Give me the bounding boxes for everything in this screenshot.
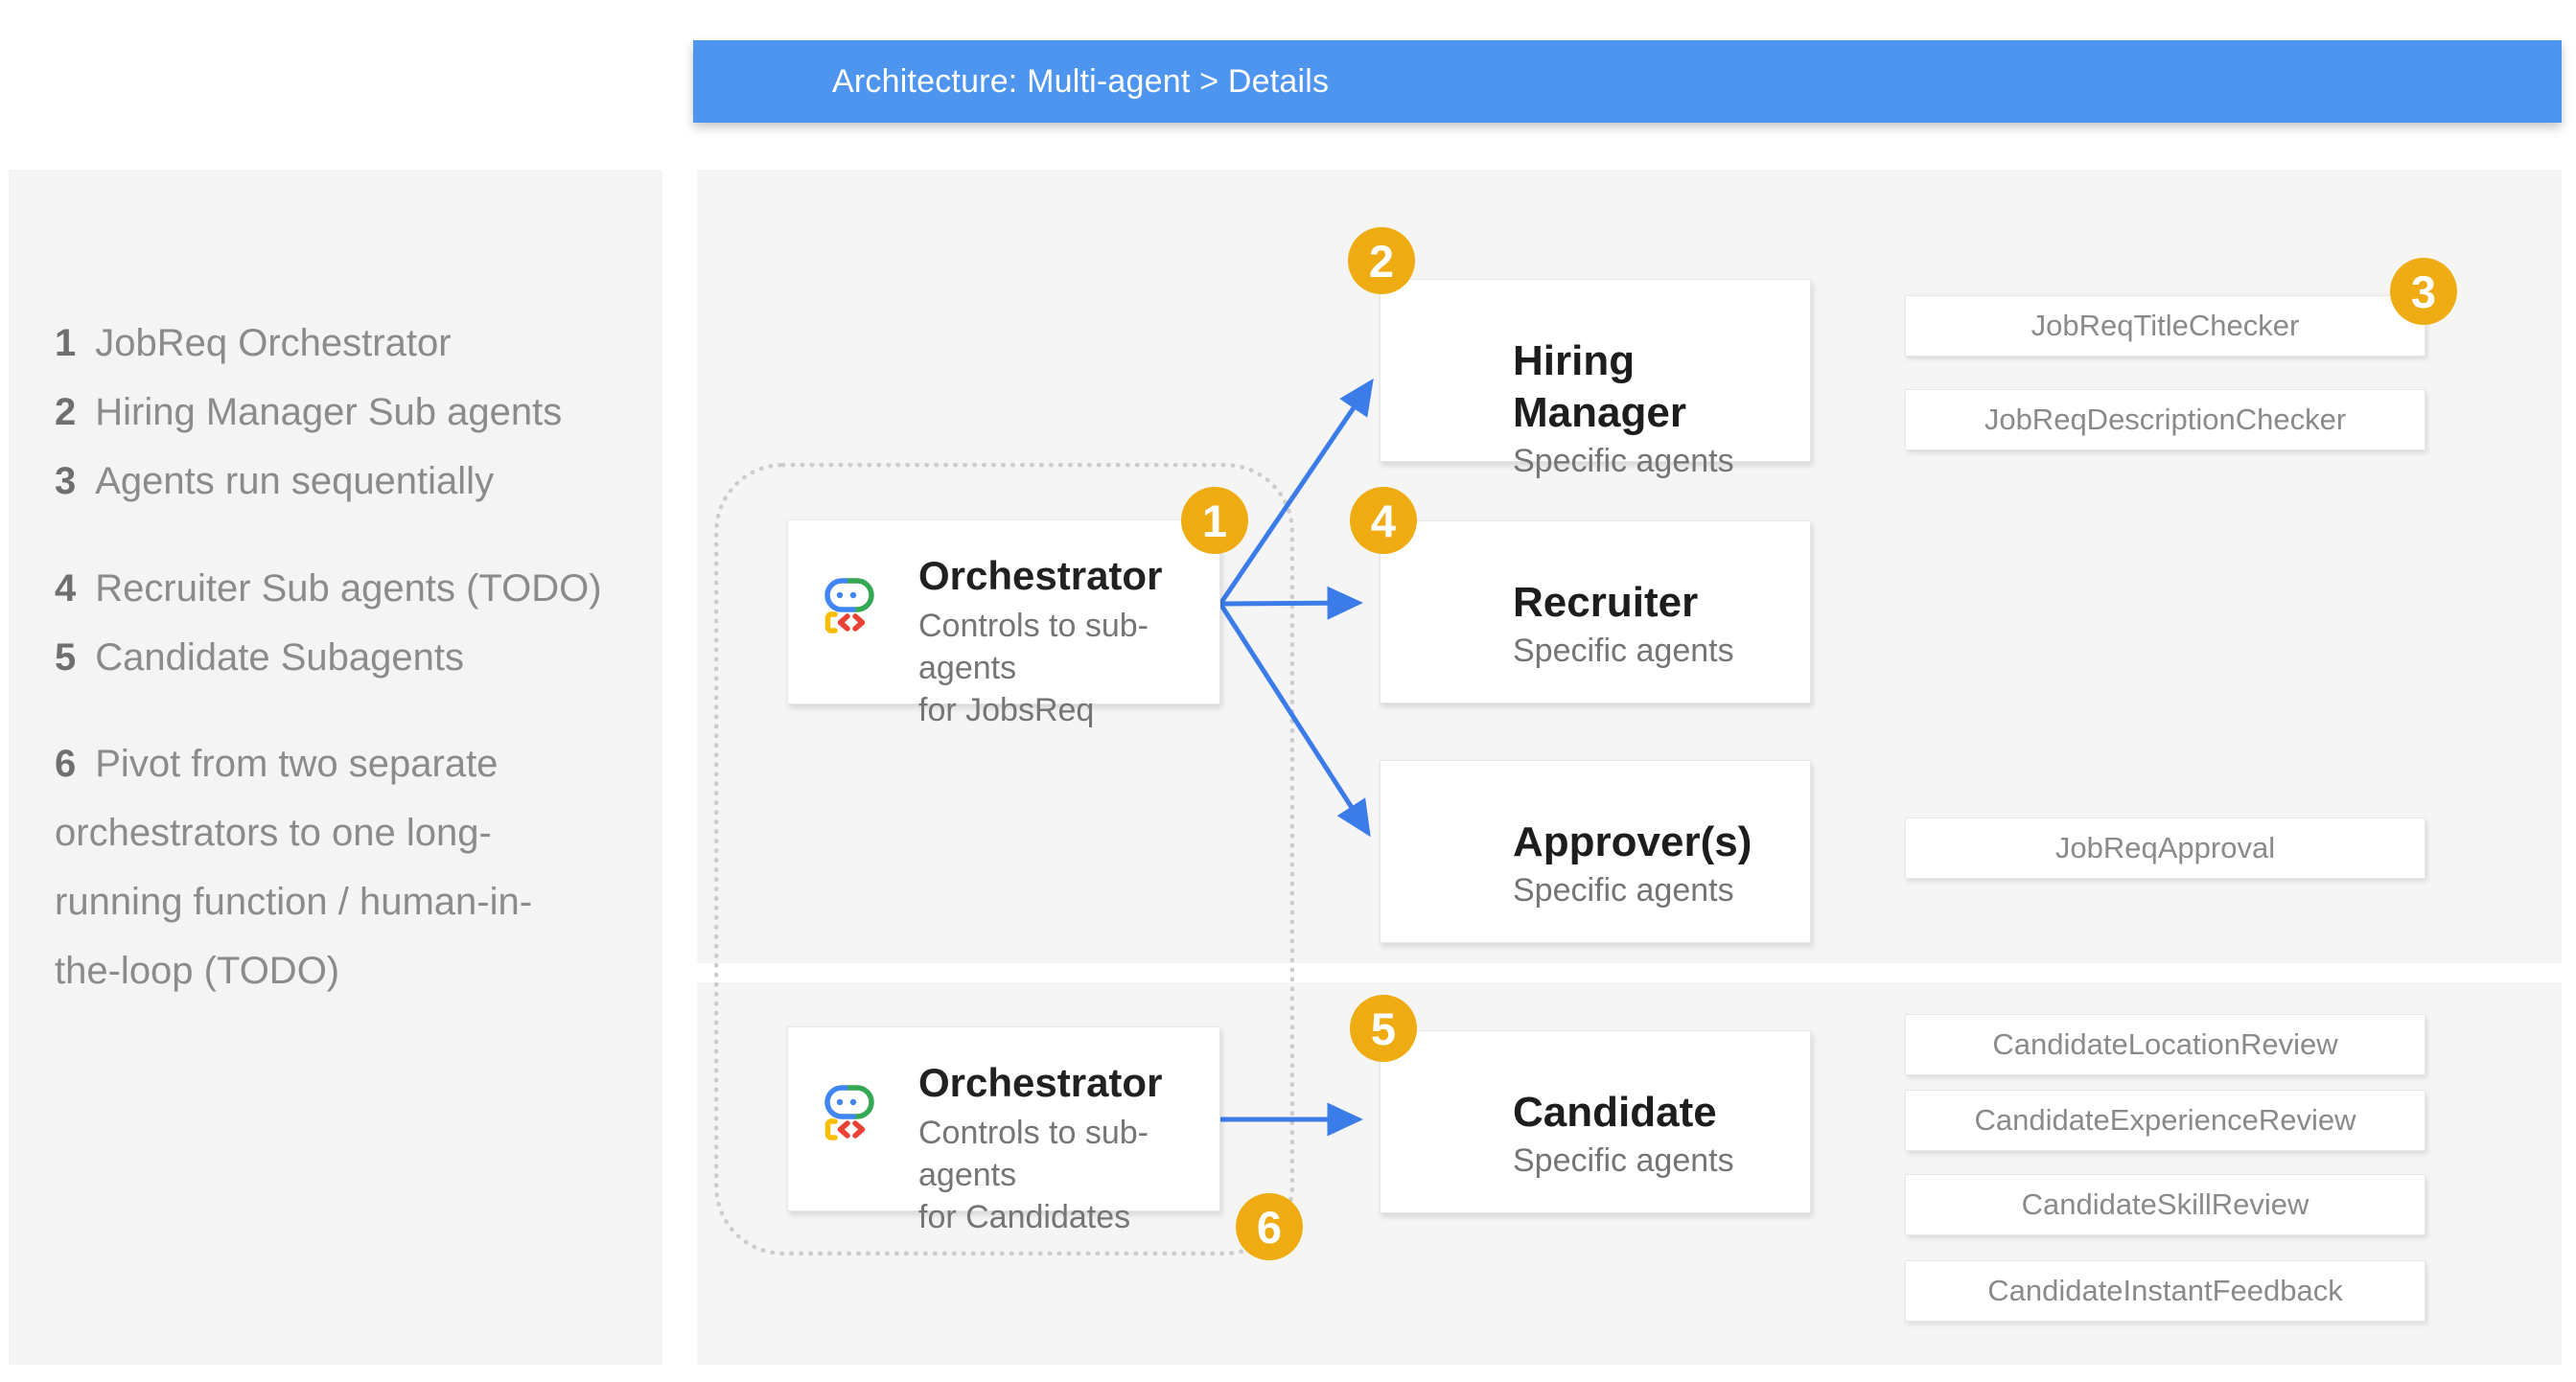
legend-note-line-3: running function / human-in- [55,881,533,923]
orchestrator-desc-line: for JobsReq [918,692,1095,728]
legend-item-label: Agents run sequentially [95,459,495,502]
legend-item-label: Hiring Manager Sub agents [95,390,563,433]
step-badge-3: 3 [2390,258,2457,325]
legend-note-line-2: orchestrators to one long- [55,812,492,854]
agent-title: Hiring Manager [1513,337,1686,436]
agent-box-recruiter: Recruiter Specific agents [1380,520,1811,703]
legend-item-number: 5 [55,635,77,679]
tool-box-candidate-instant-feedback: CandidateInstantFeedback [1905,1260,2425,1322]
orchestrators-group-outline [714,463,1294,1255]
legend-list: 1 JobReq Orchestrator 2 Hiring Manager S… [55,309,630,1005]
legend-item-5: 5 Candidate Subagents [55,623,630,692]
step-badge-1: 1 [1181,487,1248,554]
step-badge-5: 5 [1350,995,1417,1062]
legend-item-1: 1 JobReq Orchestrator [55,309,630,378]
legend-item-2: 2 Hiring Manager Sub agents [55,378,630,447]
legend-item-label: JobReq Orchestrator [95,321,452,364]
legend-item-label: Recruiter Sub agents (TODO) [95,566,602,610]
tool-box-candidate-location-review: CandidateLocationReview [1905,1014,2425,1075]
agent-box-approvers: Approver(s) Specific agents [1380,760,1811,943]
tool-box-jobreq-title-checker: JobReqTitleChecker [1905,295,2425,357]
agent-title: Candidate [1513,1089,1717,1136]
legend-item-number: 4 [55,566,77,610]
orchestrator-desc-line: for Candidates [918,1199,1131,1235]
legend-note-line-1: 6 Pivot from two separate [55,729,630,798]
tool-box-jobreq-approval: JobReqApproval [1905,818,2425,879]
orchestrator-title: Orchestrator [918,1060,1163,1105]
legend-note-text: Pivot from two separate [95,742,499,785]
orchestrator-jobsreq-box: Orchestrator Controls to sub-agents for … [787,519,1220,728]
header-title: Architecture: Multi-agent > Details [832,62,1330,100]
agent-subtitle: Specific agents [1513,633,1734,669]
legend-item-label: Candidate Subagents [95,635,464,679]
step-badge-4: 4 [1350,487,1417,554]
orchestrator-title: Orchestrator [918,553,1163,598]
sidebar-panel: 1 JobReq Orchestrator 2 Hiring Manager S… [9,170,662,1365]
agent-subtitle: Specific agents [1513,872,1734,909]
legend-item-number: 3 [55,459,77,502]
orchestrator-desc-line: Controls to sub-agents [918,1115,1149,1193]
tool-box-candidate-skill-review: CandidateSkillReview [1905,1174,2425,1235]
legend-item-number: 6 [55,742,77,785]
legend-item-number: 1 [55,321,77,364]
agent-subtitle: Specific agents [1513,443,1734,479]
agent-box-hiring-manager: Hiring Manager Specific agents [1380,279,1811,479]
legend-note-line-4: the-loop (TODO) [55,950,340,992]
legend-item-number: 2 [55,390,77,433]
step-badge-6: 6 [1236,1193,1303,1260]
agent-robot-icon [824,578,874,633]
step-badge-2: 2 [1348,227,1415,294]
legend-item-4: 4 Recruiter Sub agents (TODO) [55,554,630,623]
orchestrator-candidates-box: Orchestrator Controls to sub-agents for … [787,1026,1220,1235]
agent-title: Approver(s) [1513,818,1752,865]
orchestrator-desc-line: Controls to sub-agents [918,608,1149,686]
agent-title: Recruiter [1513,579,1699,626]
legend-item-3: 3 Agents run sequentially [55,447,630,516]
tool-box-jobreq-description-checker: JobReqDescriptionChecker [1905,389,2425,450]
tool-box-candidate-experience-review: CandidateExperienceReview [1905,1090,2425,1151]
agent-subtitle: Specific agents [1513,1142,1734,1179]
header-bar: Architecture: Multi-agent > Details [693,40,2562,123]
agent-box-candidate: Candidate Specific agents [1380,1030,1811,1213]
agent-robot-icon [824,1085,874,1140]
